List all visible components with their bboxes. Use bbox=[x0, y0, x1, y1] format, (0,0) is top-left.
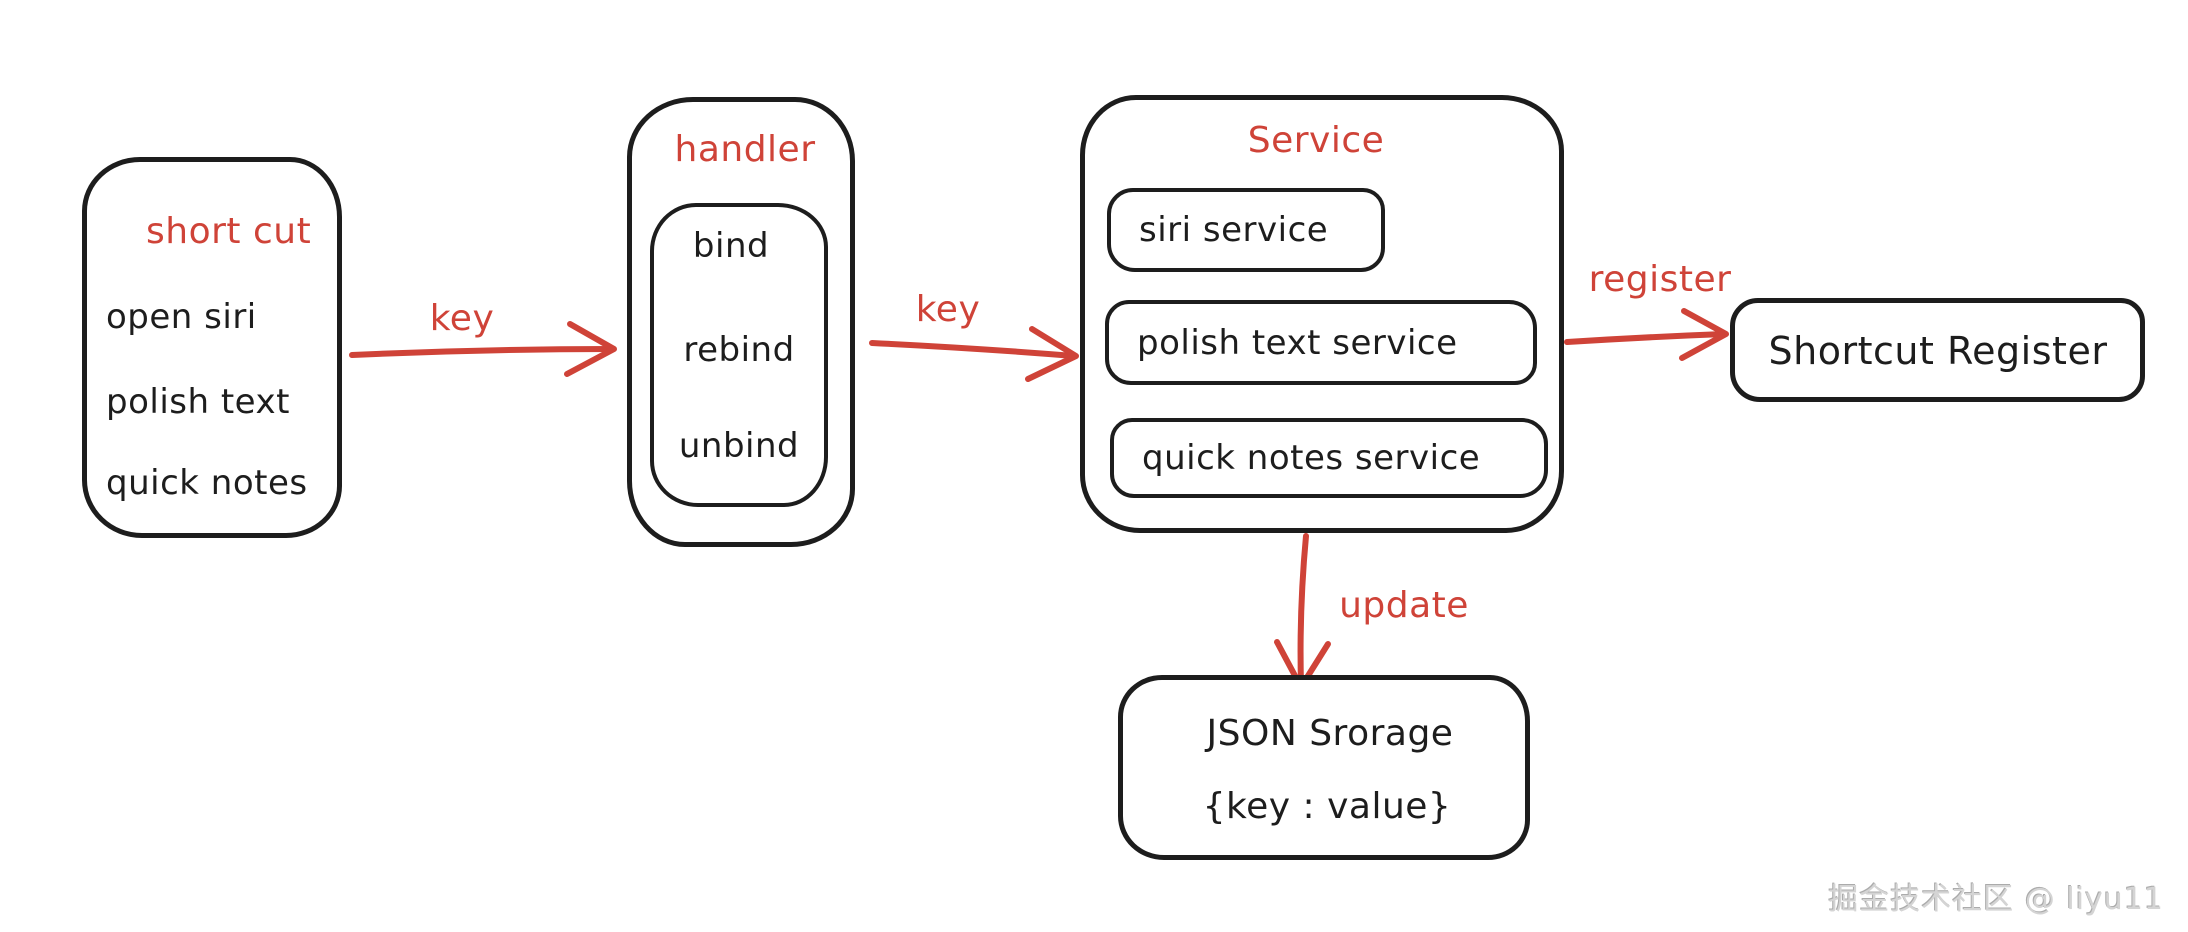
arrow-handler-to-service bbox=[869, 340, 1077, 359]
polish-text-service-label: polish text service bbox=[1137, 322, 1458, 363]
shortcut-item-polish-text: polish text bbox=[106, 382, 290, 422]
handler-item-unbind: unbind bbox=[678, 426, 800, 466]
arrow-shortcut-to-handler bbox=[349, 346, 615, 358]
watermark-text: 掘金技术社区 @ liyu11 bbox=[1828, 882, 2164, 917]
polish-text-service-box: polish text service bbox=[1105, 300, 1537, 385]
json-storage-pair: {key : value} bbox=[1202, 786, 1452, 827]
arrow-label-register: register bbox=[1588, 259, 1732, 300]
arrow-label-key-1: key bbox=[429, 298, 495, 339]
shortcut-register-label: Shortcut Register bbox=[1768, 329, 2108, 373]
handler-box-title: handler bbox=[674, 129, 816, 170]
arrowhead-handler-to-service bbox=[1025, 326, 1079, 382]
quick-notes-service-label: quick notes service bbox=[1142, 438, 1481, 478]
shortcut-register-box bbox=[1730, 298, 2145, 402]
arrowhead-shortcut-to-handler bbox=[564, 321, 617, 377]
arrow-label-key-2: key bbox=[915, 289, 981, 330]
arrow-service-to-register bbox=[1564, 331, 1727, 345]
arrow-service-to-storage bbox=[1297, 533, 1309, 687]
json-storage-box bbox=[1118, 675, 1530, 860]
siri-service-box: siri service bbox=[1107, 188, 1385, 272]
handler-inner-box bbox=[650, 203, 828, 507]
shortcut-box-title: short cut bbox=[146, 211, 312, 252]
shortcut-item-quick-notes: quick notes bbox=[106, 463, 308, 503]
arrow-label-update: update bbox=[1339, 585, 1469, 626]
json-storage-title: JSON Srorage bbox=[1206, 713, 1454, 754]
shortcut-box bbox=[82, 157, 342, 538]
handler-item-bind: bind bbox=[692, 226, 770, 266]
arrowhead-service-to-register bbox=[1679, 308, 1729, 361]
quick-notes-service-box: quick notes service bbox=[1110, 418, 1548, 498]
handler-item-rebind: rebind bbox=[683, 330, 795, 370]
shortcut-item-open-siri: open siri bbox=[106, 297, 257, 337]
siri-service-label: siri service bbox=[1139, 210, 1329, 250]
service-box-title: Service bbox=[1247, 120, 1385, 161]
